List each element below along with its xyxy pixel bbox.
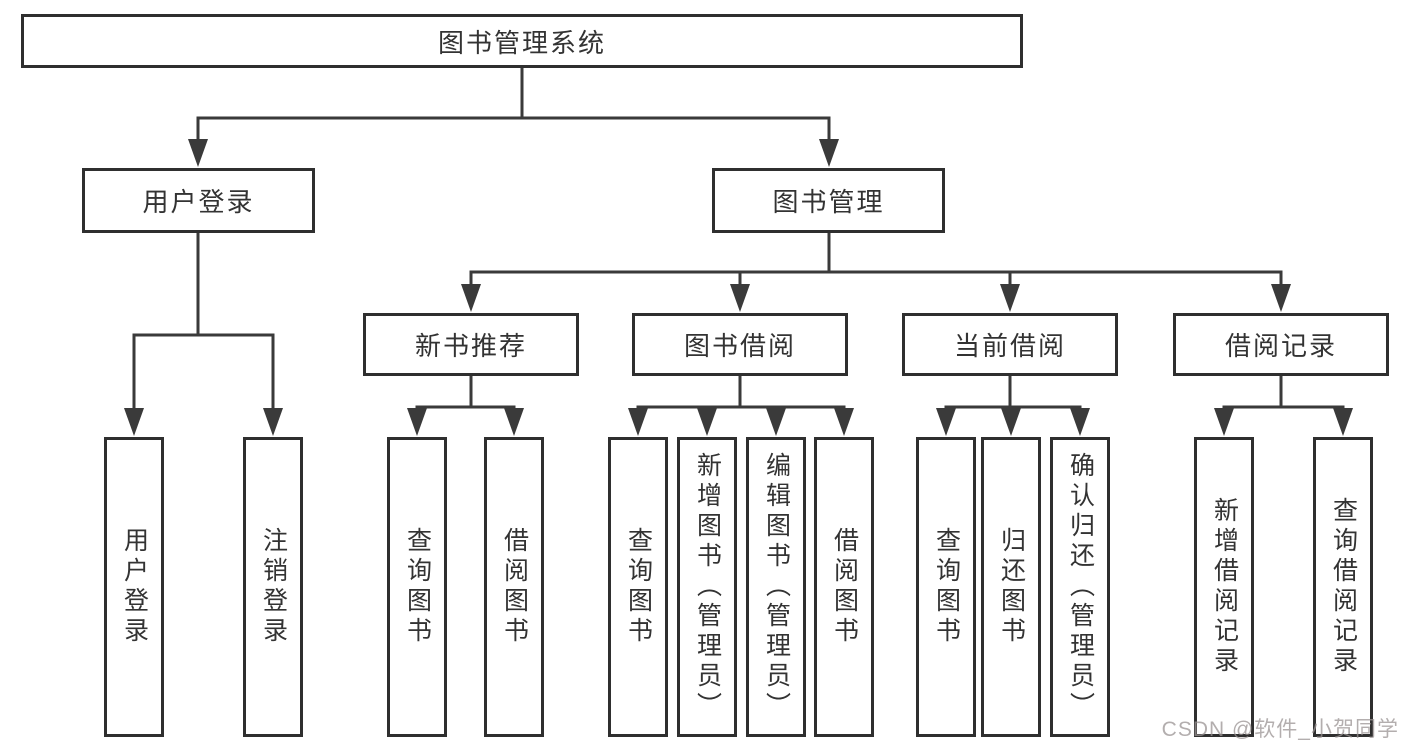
leaf-add-borrow-record: 新增借阅记录 [1194, 437, 1254, 737]
leaf-query-books-3: 查询图书 [916, 437, 976, 737]
node-system-root: 图书管理系统 [21, 14, 1023, 68]
leaf-label: 确认归还（管理员） [1066, 452, 1095, 722]
leaf-label: 新增借阅记录 [1210, 497, 1239, 677]
leaf-borrow-books-1: 借阅图书 [484, 437, 544, 737]
leaf-add-books-admin: 新增图书（管理员） [677, 437, 737, 737]
node-user-login: 用户登录 [82, 168, 315, 233]
leaf-label: 查询借阅记录 [1329, 497, 1358, 677]
leaf-label: 借阅图书 [500, 527, 529, 647]
leaf-logout: 注销登录 [243, 437, 303, 737]
arrowheads [124, 139, 1353, 436]
leaf-label: 查询图书 [624, 527, 653, 647]
node-current-borrow: 当前借阅 [902, 313, 1118, 376]
csdn-watermark: CSDN @软件_小贺同学 [1161, 718, 1399, 741]
node-label: 图书管理 [772, 187, 885, 217]
node-borrow-record: 借阅记录 [1173, 313, 1389, 376]
leaf-query-books-1: 查询图书 [387, 437, 447, 737]
node-label: 新书推荐 [414, 331, 527, 361]
leaf-query-books-2: 查询图书 [608, 437, 668, 737]
leaf-query-borrow-record: 查询借阅记录 [1313, 437, 1373, 737]
leaf-label: 查询图书 [403, 527, 432, 647]
node-book-borrow: 图书借阅 [632, 313, 848, 376]
leaf-label: 编辑图书（管理员） [762, 452, 791, 722]
node-new-book-recommend: 新书推荐 [363, 313, 579, 376]
leaf-label: 用户登录 [120, 527, 149, 647]
leaf-confirm-return-admin: 确认归还（管理员） [1050, 437, 1110, 737]
leaf-label: 新增图书（管理员） [693, 452, 722, 722]
node-label: 用户登录 [142, 187, 255, 217]
leaf-borrow-books-2: 借阅图书 [814, 437, 874, 737]
node-book-management: 图书管理 [712, 168, 945, 233]
leaf-label: 借阅图书 [830, 527, 859, 647]
node-label: 图书借阅 [683, 331, 796, 361]
leaf-label: 查询图书 [932, 527, 961, 647]
leaf-edit-books-admin: 编辑图书（管理员） [746, 437, 806, 737]
node-label: 图书管理系统 [437, 27, 606, 58]
leaf-user-login: 用户登录 [104, 437, 164, 737]
node-label: 当前借阅 [953, 331, 1066, 361]
node-label: 借阅记录 [1224, 331, 1337, 361]
leaf-label: 注销登录 [259, 527, 288, 647]
leaf-label: 归还图书 [997, 527, 1026, 647]
leaf-return-books: 归还图书 [981, 437, 1041, 737]
